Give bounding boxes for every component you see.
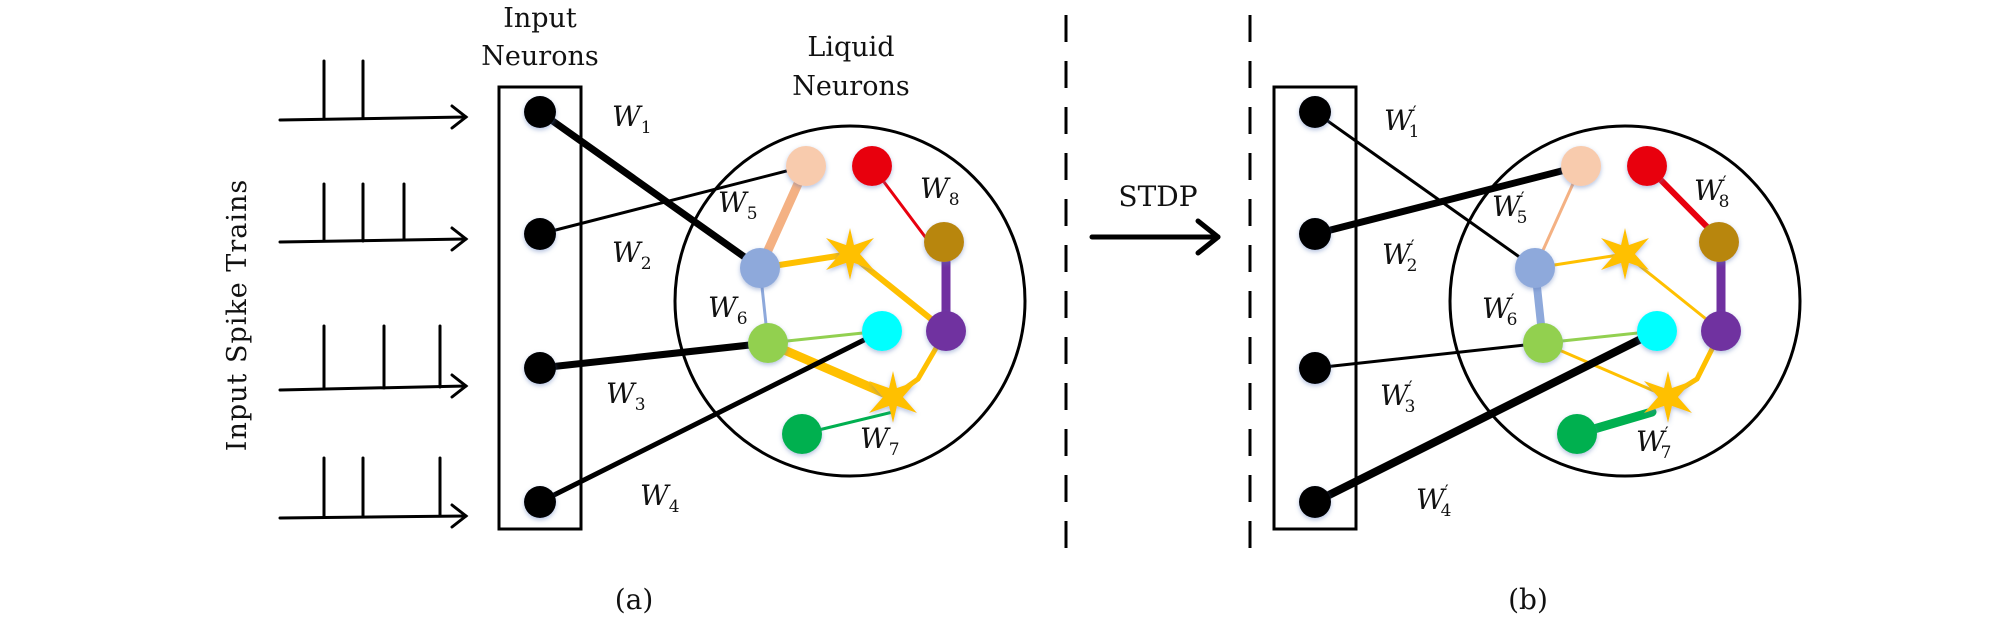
w3-label: W [606, 377, 637, 410]
spike-train-2 [278, 182, 469, 252]
svg-text:W7: W7 [860, 422, 900, 460]
w5-prime-label: W [1492, 190, 1523, 223]
liquid-neuron-cyan [862, 311, 902, 351]
svg-text:W′5: W′5 [1492, 189, 1527, 228]
liquid-neuron-red [852, 146, 892, 186]
w8-label: W [920, 172, 951, 205]
input-neuron [524, 218, 556, 250]
w8-prime-label: W [1694, 174, 1725, 207]
w1-prime-label: W [1384, 104, 1415, 137]
svg-text:W3: W3 [606, 377, 646, 415]
w4-label: W [640, 479, 671, 512]
svg-text:W′2: W′2 [1382, 237, 1417, 276]
liquid-neuron-lightgreen [748, 323, 788, 363]
input-neurons-label-line2: Neurons [481, 41, 598, 72]
liquid-neurons-b [1515, 146, 1741, 454]
svg-text:W′7: W′7 [1636, 424, 1671, 463]
panel-a-label: (a) [615, 583, 654, 616]
w6-label: W [708, 291, 739, 324]
liquid-neuron-peach [786, 146, 826, 186]
weight-labels-b: W′1 W′2 W′3 W′4 W′5 W′6 W′7 W′8 [1380, 103, 1729, 521]
svg-text:W6: W6 [708, 291, 748, 329]
svg-text:W5: W5 [718, 186, 758, 224]
liquid-neuron-cyan [1637, 311, 1677, 351]
svg-text:W′1: W′1 [1384, 103, 1419, 142]
liquid-neuron-purple [926, 311, 966, 351]
input-neurons-label-line1: Input [503, 3, 577, 34]
input-neuron [1299, 218, 1331, 250]
liquid-neurons-label-line2: Neurons [792, 71, 909, 102]
liquid-neuron-blue [1515, 248, 1555, 288]
input-neuron [1299, 96, 1331, 128]
svg-text:W2: W2 [612, 236, 652, 274]
input-neuron [1299, 352, 1331, 384]
w2-prime-label: W [1382, 238, 1413, 271]
spike-trains [278, 59, 469, 529]
w4-prime-label: W [1416, 483, 1447, 516]
w5-label: W [718, 186, 749, 219]
w1-label: W [612, 100, 643, 133]
spike-train-1 [278, 59, 469, 130]
weight-labels-a: W1 W2 W3 W4 W5 W6 W7 W8 [606, 100, 960, 517]
svg-text:W4: W4 [640, 479, 680, 517]
star-neuron [869, 371, 917, 423]
svg-text:W′3: W′3 [1380, 378, 1415, 417]
liquid-neuron-peach [1561, 146, 1601, 186]
w7-label: W [860, 422, 891, 455]
w2-label: W [612, 236, 643, 269]
svg-text:W′6: W′6 [1482, 291, 1517, 330]
liquid-neuron-green [782, 414, 822, 454]
liquid-neuron-brown [1699, 222, 1739, 262]
liquid-neurons-label-line1: Liquid [807, 32, 894, 63]
star-neuron [1601, 228, 1649, 280]
w3-prime-label: W [1380, 379, 1411, 412]
liquid-neuron-brown [924, 222, 964, 262]
liquid-star-neurons-b [1601, 228, 1692, 423]
svg-text:W1: W1 [612, 100, 652, 138]
input-layer-box [497, 85, 583, 531]
input-neuron [524, 352, 556, 384]
panel-a: Input Neurons Liquid Neurons [481, 3, 1027, 616]
liquid-neuron-purple [1701, 311, 1741, 351]
input-neurons-b [1299, 96, 1331, 518]
stdp-arrow [1089, 218, 1221, 256]
liquid-neuron-lightgreen [1523, 323, 1563, 363]
w6-prime-label: W [1482, 292, 1513, 325]
liquid-neuron-blue [740, 248, 780, 288]
liquid-neuron-red [1627, 146, 1667, 186]
stdp-label: STDP [1118, 180, 1197, 213]
input-neurons-a [524, 96, 556, 518]
liquid-neurons-a [740, 146, 966, 454]
panel-b: W′1 W′2 W′3 W′4 W′5 W′6 W′7 W′8 (b) [1272, 85, 1802, 616]
svg-text:W8: W8 [920, 172, 960, 210]
input-neuron [524, 486, 556, 518]
spike-train-3 [278, 324, 469, 399]
input-neuron [524, 96, 556, 128]
svg-text:W′4: W′4 [1416, 482, 1451, 521]
spike-train-4 [278, 456, 469, 529]
input-layer-box-b [1272, 85, 1358, 531]
liquid-star-neurons-a [826, 228, 917, 423]
liquid-neuron-green [1557, 414, 1597, 454]
input-neuron [1299, 486, 1331, 518]
w7-prime-label: W [1636, 425, 1667, 458]
panel-b-label: (b) [1508, 583, 1548, 616]
input-connections-b [1311, 110, 1661, 506]
star-neuron [1644, 371, 1692, 423]
svg-text:W′8: W′8 [1694, 173, 1729, 212]
input-spike-trains-label: Input Spike Trains [222, 179, 253, 451]
input-connections-a [536, 108, 885, 505]
star-neuron [826, 228, 874, 280]
